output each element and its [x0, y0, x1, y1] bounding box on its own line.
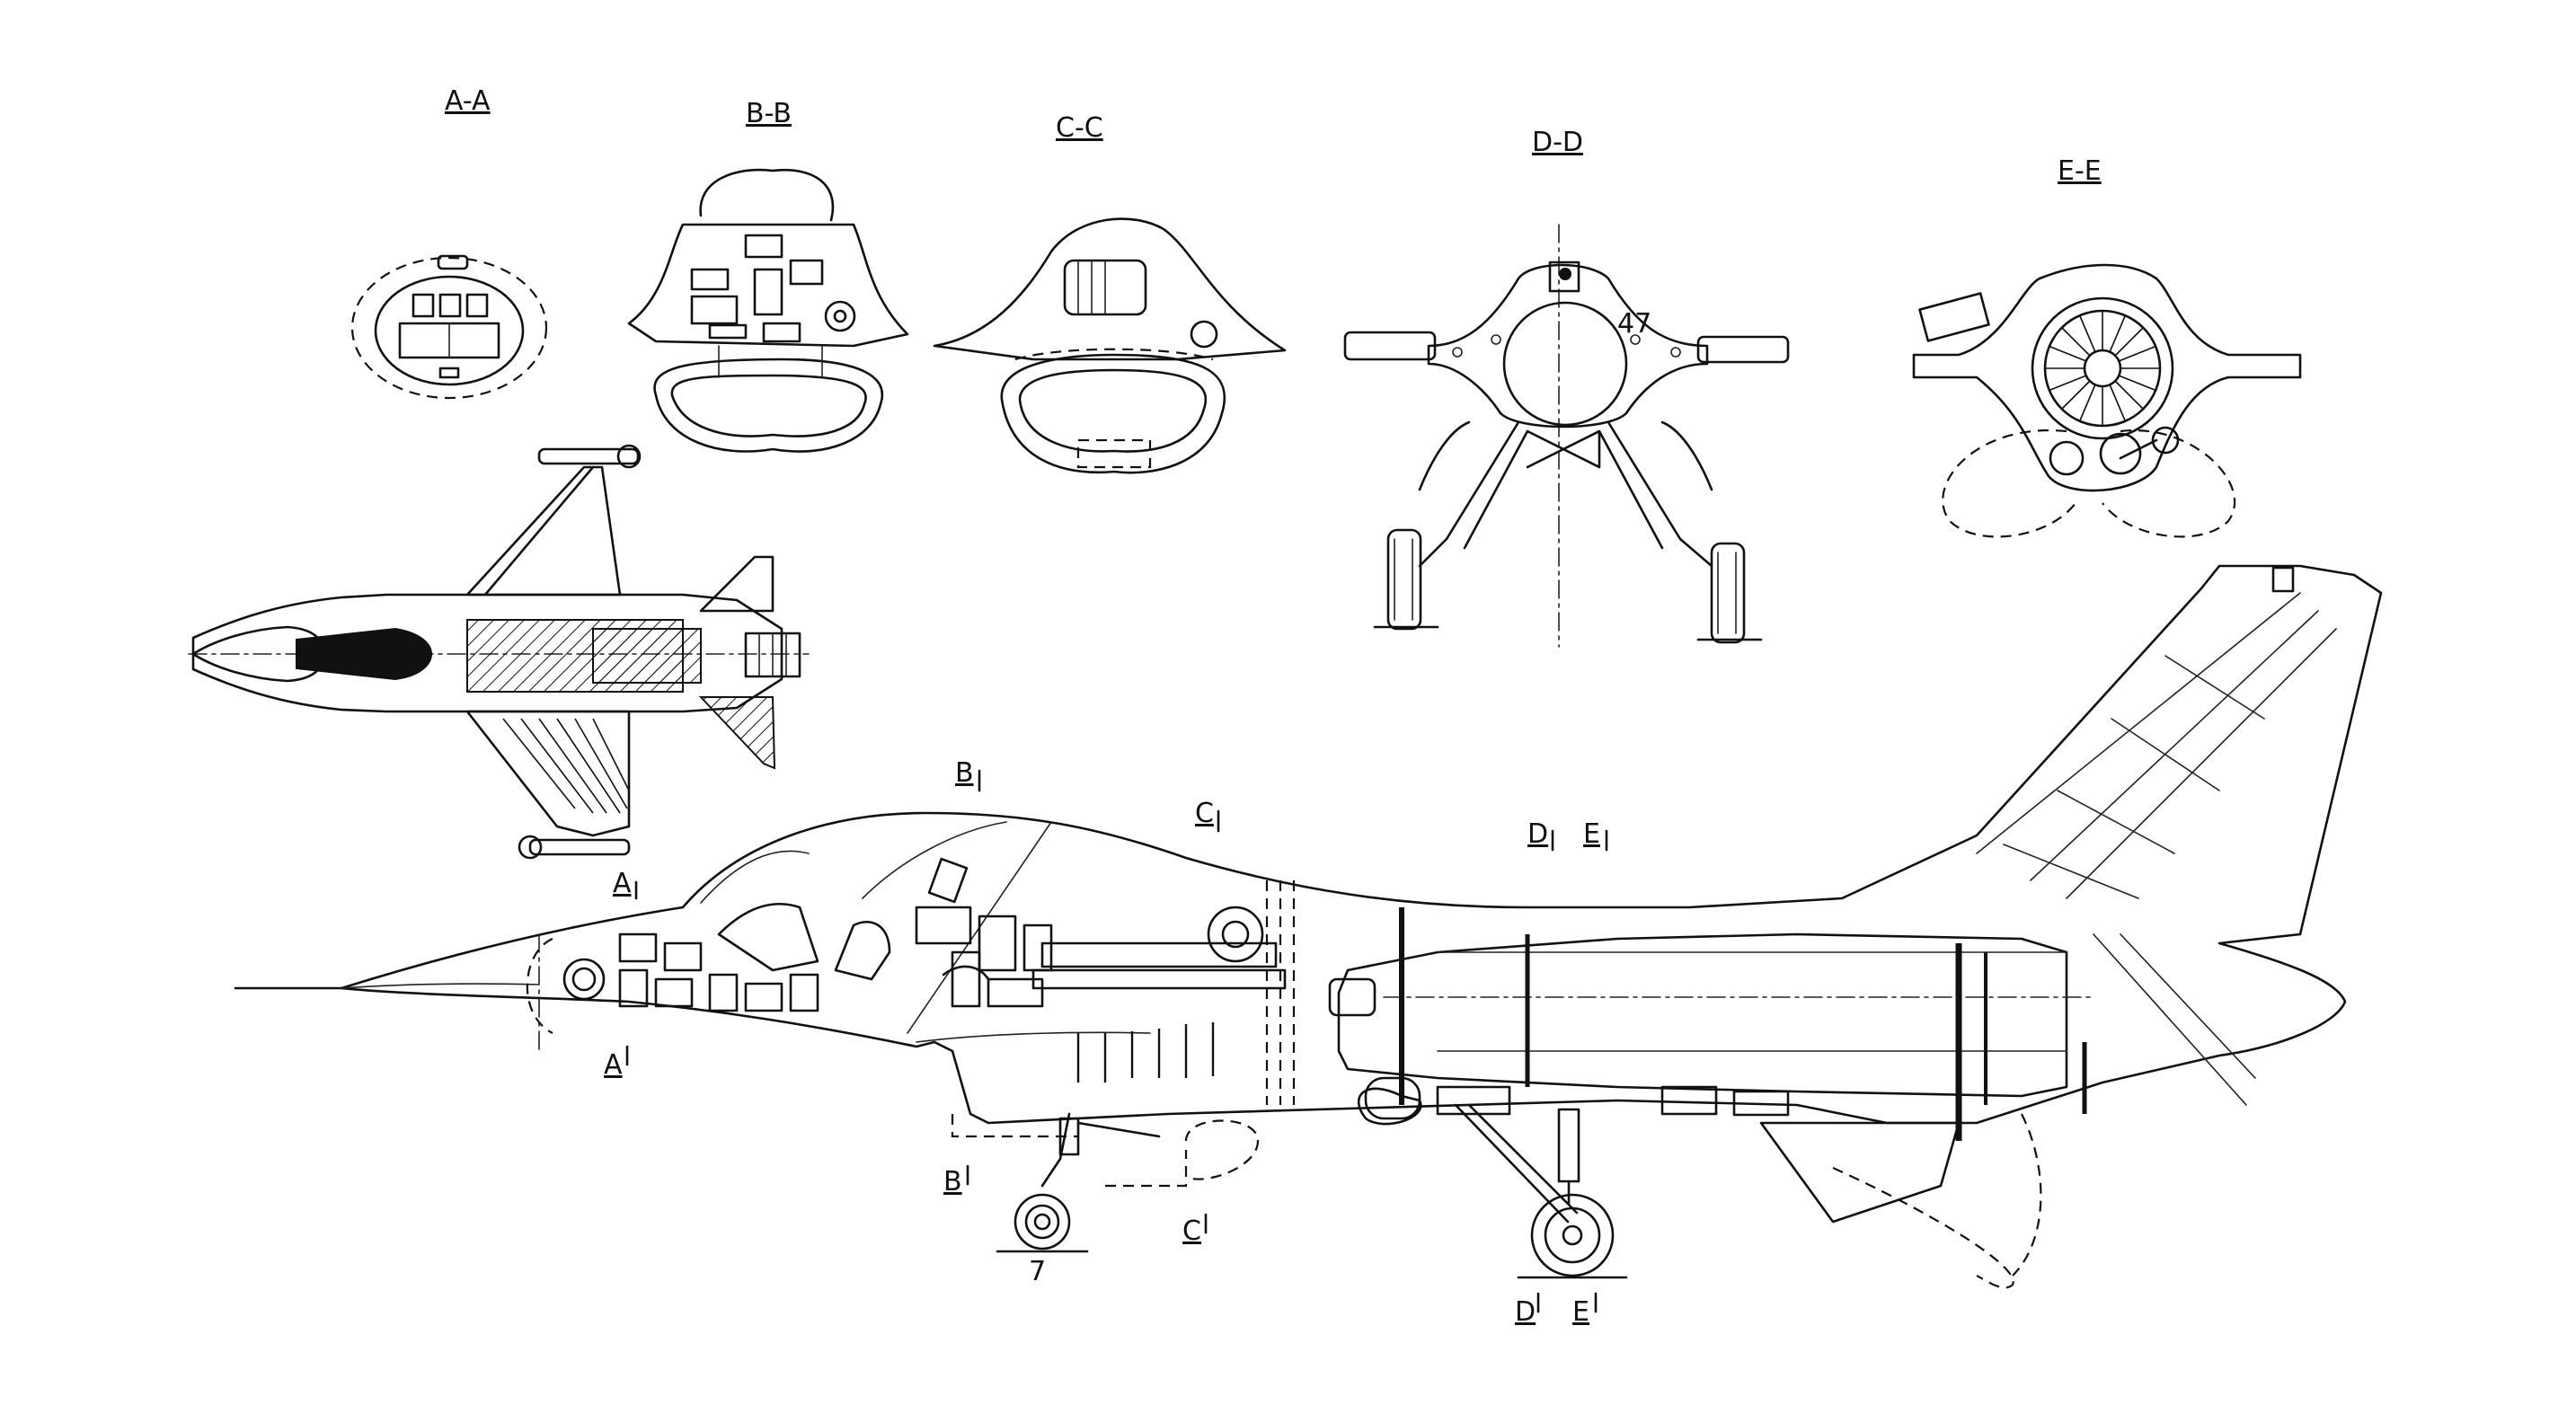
marker-a-lower: A	[604, 1049, 623, 1081]
section-c-c: C-C	[933, 112, 1287, 474]
lower-wing-ribs	[502, 718, 630, 814]
section-markers: A A B B C C D D E E	[604, 757, 1608, 1328]
section-a-a-title: A-A	[445, 85, 491, 117]
section-b-b-title: B-B	[746, 98, 792, 129]
section-c-c-title: C-C	[1056, 112, 1103, 144]
callout-47: 47	[1617, 308, 1651, 340]
side-elevation: 7	[234, 564, 2383, 1289]
marker-d-upper: D	[1527, 818, 1548, 850]
section-a-a: A-A	[350, 85, 548, 400]
section-e-e: E-E	[1912, 155, 2302, 538]
plan-view	[188, 444, 810, 860]
section-d-d-title: D-D	[1532, 127, 1583, 158]
section-e-e-title: E-E	[2058, 155, 2102, 187]
marker-a-upper: A	[613, 868, 632, 899]
marker-e-upper: E	[1583, 818, 1600, 850]
callout-7: 7	[1029, 1256, 1046, 1287]
marker-e-lower: E	[1572, 1296, 1589, 1328]
marker-c-upper: C	[1195, 798, 1214, 829]
section-b-b: B-B	[627, 98, 909, 453]
intake-ribs	[1076, 1022, 1215, 1083]
marker-b-lower: B	[943, 1166, 962, 1197]
marker-c-lower: C	[1182, 1215, 1201, 1247]
marker-d-lower: D	[1515, 1296, 1536, 1328]
marker-b-upper: B	[955, 757, 974, 789]
section-d-d: D-D 47	[1343, 127, 1790, 648]
engine-fan-blades	[2045, 311, 2160, 426]
